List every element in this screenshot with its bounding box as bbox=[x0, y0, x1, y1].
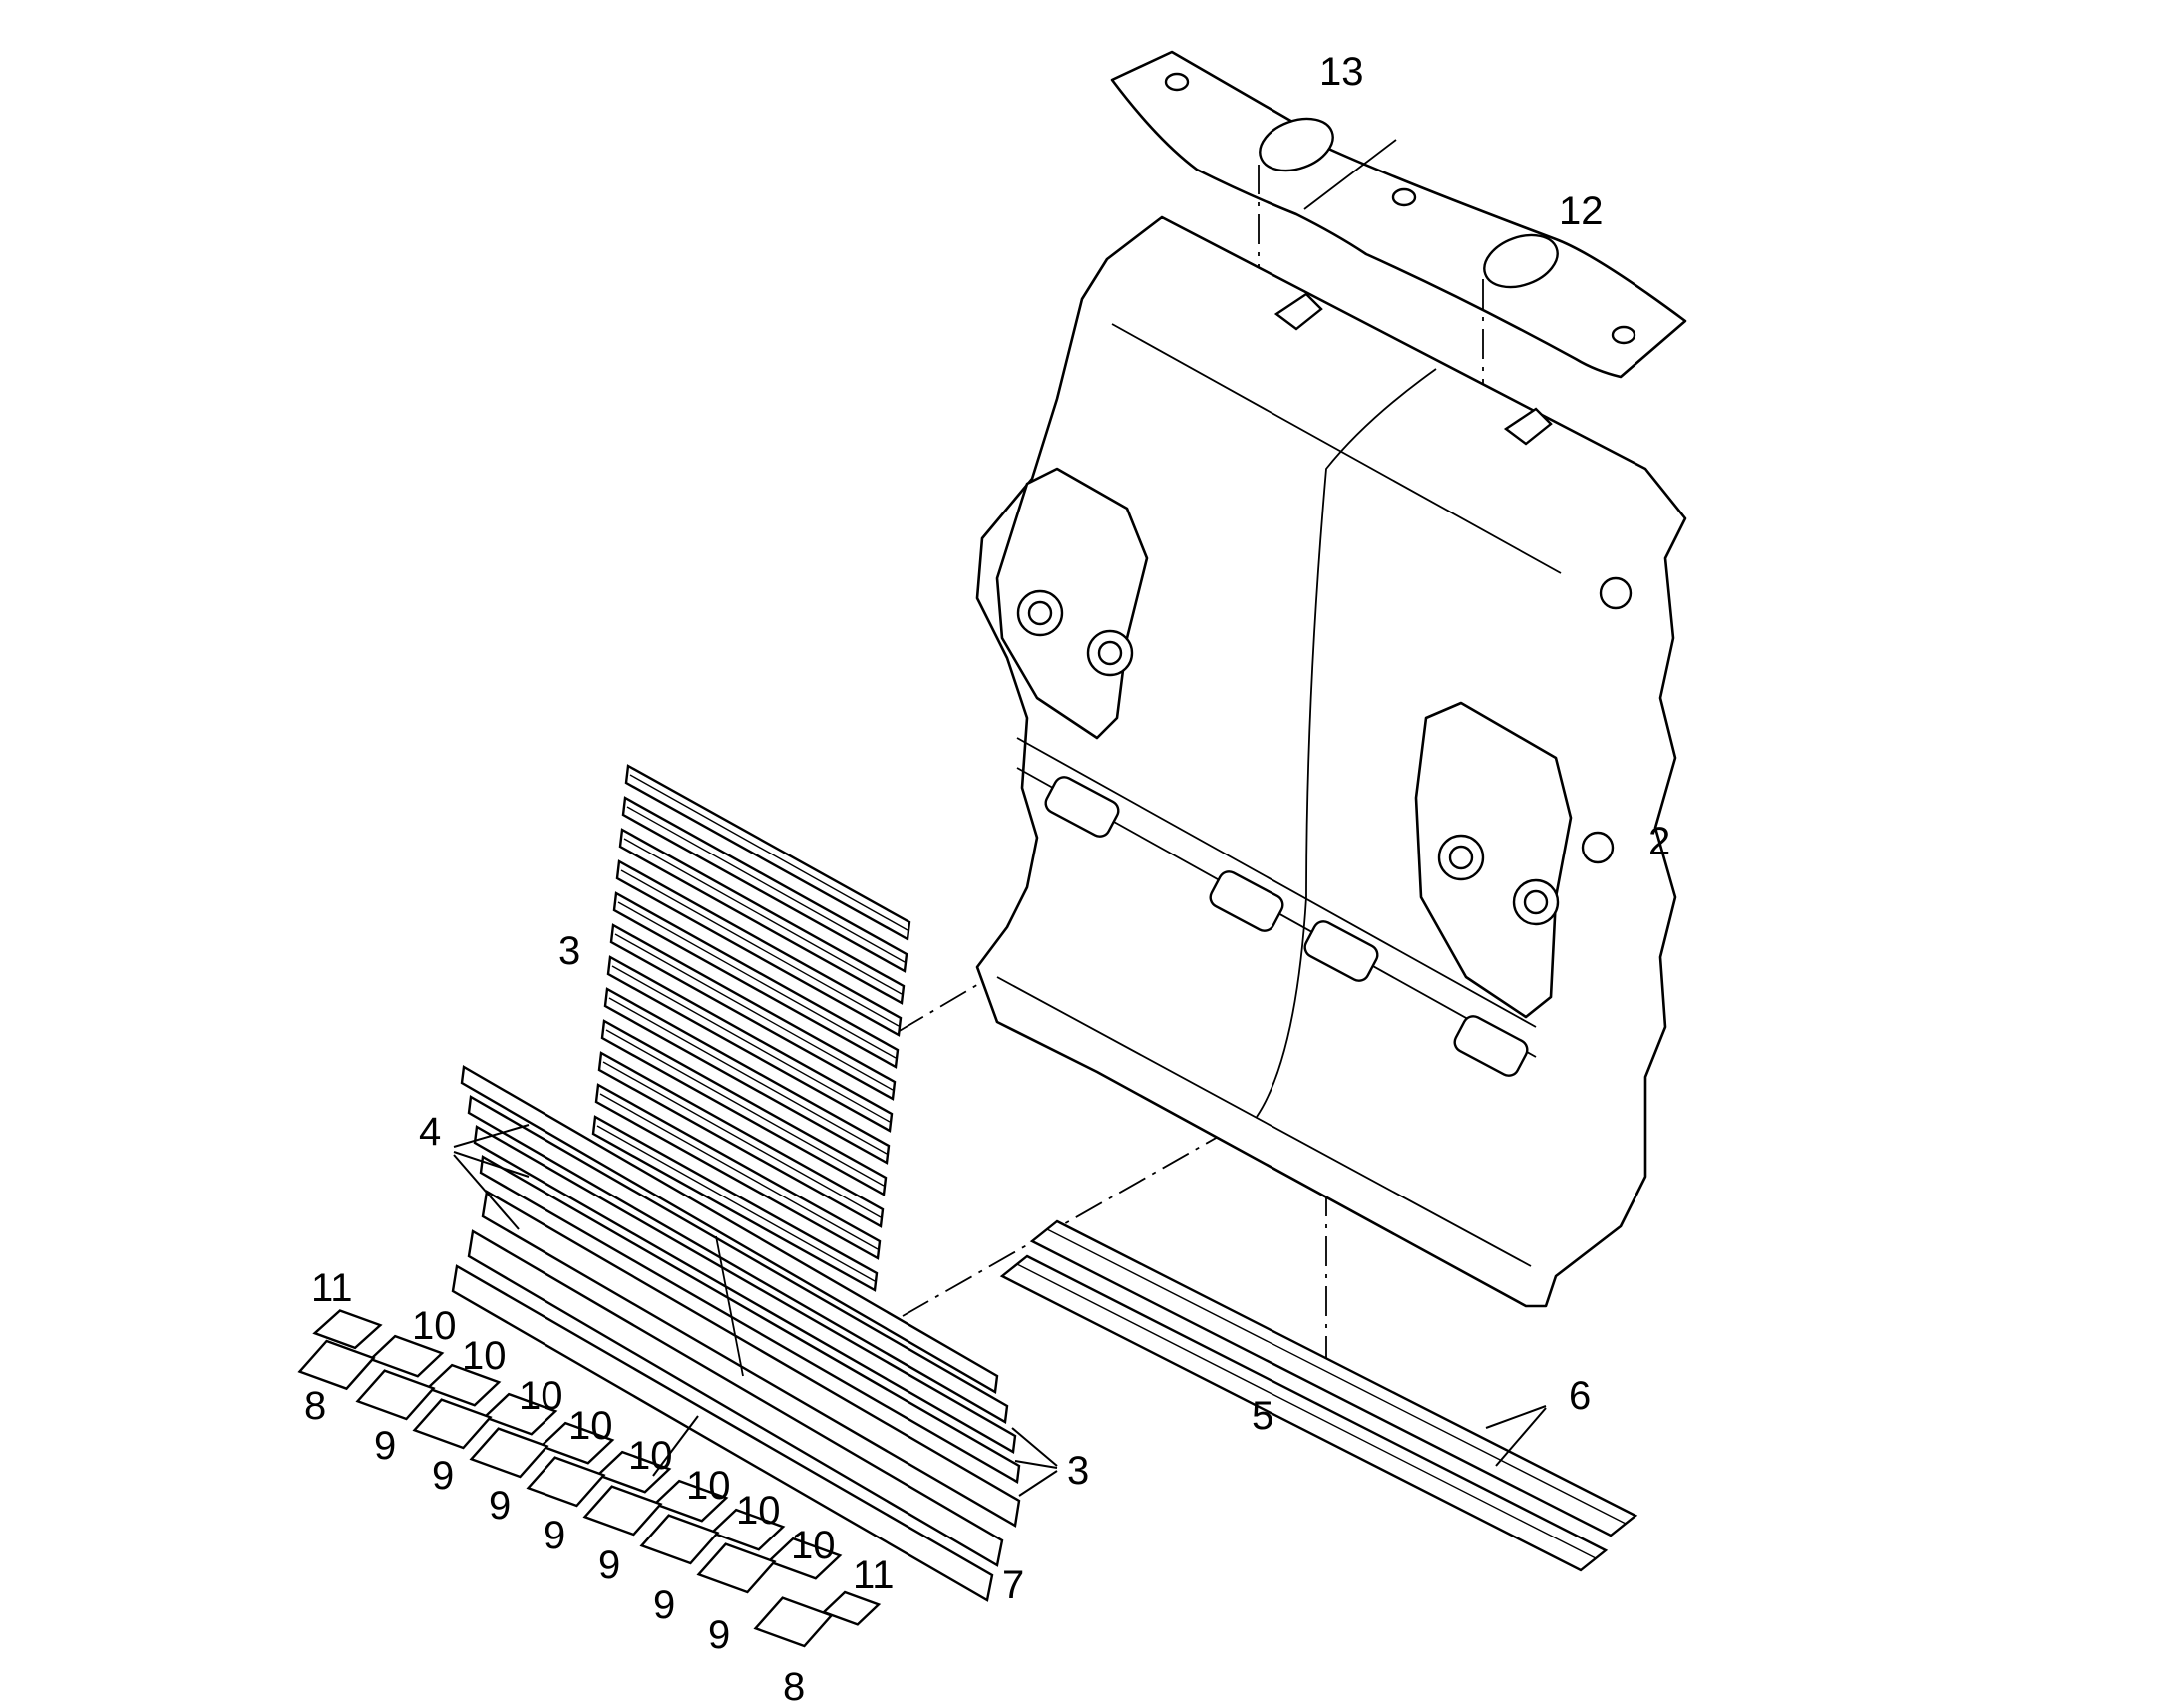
tile-row-upper bbox=[312, 1309, 882, 1626]
callout-10-5: 10 bbox=[628, 1434, 673, 1478]
top-plate bbox=[1110, 50, 1687, 379]
callout-9-6: 9 bbox=[653, 1583, 675, 1627]
callout-11-bottom: 11 bbox=[853, 1553, 895, 1597]
callout-2: 2 bbox=[1648, 820, 1670, 863]
leader-arrows bbox=[453, 1124, 1547, 1497]
callout-10-3: 10 bbox=[519, 1374, 563, 1418]
callout-9-5: 9 bbox=[598, 1543, 620, 1587]
callout-12: 12 bbox=[1559, 189, 1604, 233]
callout-6: 6 bbox=[1569, 1374, 1591, 1418]
callout-9-1: 9 bbox=[374, 1424, 396, 1468]
callout-9-2: 9 bbox=[432, 1454, 454, 1498]
callout-9-3: 9 bbox=[489, 1484, 511, 1528]
main-body bbox=[975, 215, 1687, 1308]
callout-10-2: 10 bbox=[462, 1334, 507, 1378]
callout-10-4: 10 bbox=[568, 1404, 613, 1448]
callout-labels: 13 12 2 3 4 11 10 10 10 10 10 10 10 10 1… bbox=[304, 50, 1670, 1708]
callout-8-bottom: 8 bbox=[783, 1665, 805, 1708]
callout-11-top: 11 bbox=[311, 1266, 353, 1310]
callout-9-4: 9 bbox=[544, 1514, 565, 1557]
callout-10-6: 10 bbox=[686, 1464, 731, 1508]
callout-10-8: 10 bbox=[791, 1524, 836, 1567]
tile-row-lower bbox=[297, 1339, 834, 1648]
callout-5: 5 bbox=[1252, 1394, 1273, 1438]
callout-9-7: 9 bbox=[708, 1613, 730, 1657]
callout-13: 13 bbox=[1319, 50, 1364, 94]
callout-8-top: 8 bbox=[304, 1384, 326, 1428]
callout-4: 4 bbox=[419, 1110, 441, 1154]
callout-3-top: 3 bbox=[558, 929, 580, 973]
callout-7: 7 bbox=[1002, 1563, 1024, 1607]
lower-strips bbox=[451, 1065, 1021, 1602]
callout-10-1: 10 bbox=[412, 1304, 457, 1348]
callout-10-7: 10 bbox=[736, 1489, 781, 1533]
callout-3-bottom: 3 bbox=[1067, 1449, 1089, 1493]
strip-stack-3 bbox=[591, 764, 911, 1292]
rails-5-6 bbox=[999, 1219, 1638, 1572]
